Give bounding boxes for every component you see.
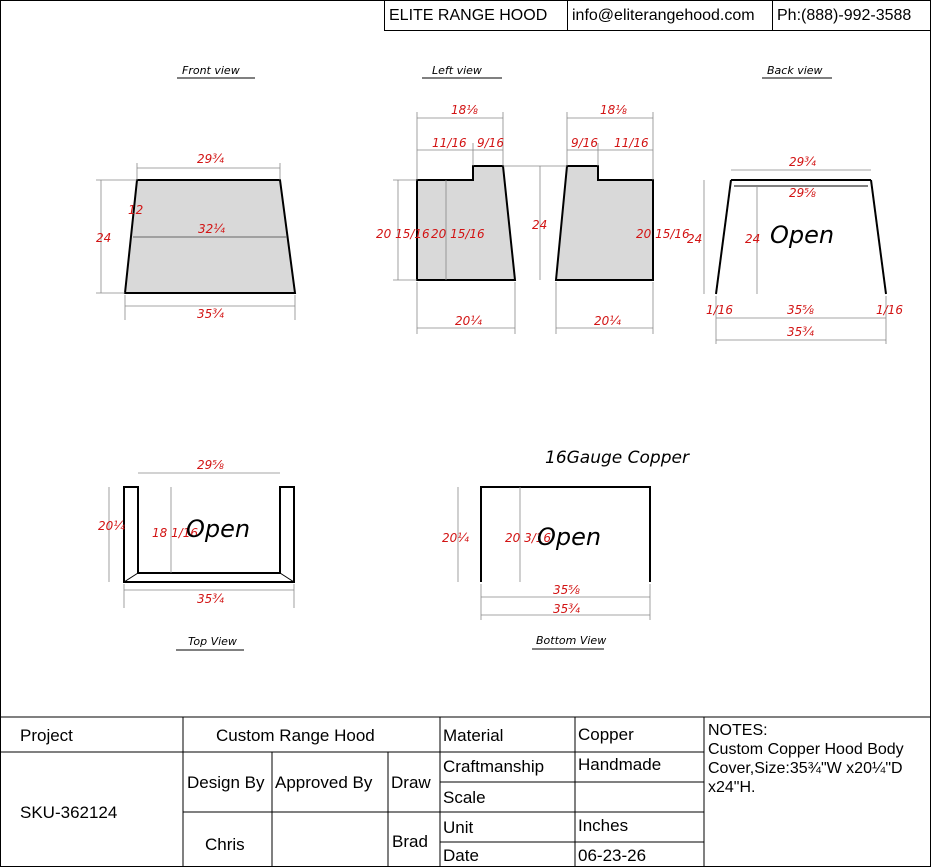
bottom-left-dimension: 20¼ — [442, 531, 469, 545]
material-label: Material — [443, 726, 504, 745]
front-slant-dimension: 12 — [128, 203, 143, 217]
left-right-height-dimension: 20 15/16 — [636, 227, 690, 241]
back-corner-left-dimension: 1/16 — [706, 303, 733, 317]
bottom-outer-width-dimension: 35¾ — [553, 602, 580, 616]
top-bottom-dimension: 35¾ — [197, 592, 224, 606]
left-b-total-dimension: 18⅛ — [600, 103, 627, 117]
bottom-inner-width-dimension: 35⅝ — [553, 583, 580, 597]
left-view-label: Left view — [432, 64, 482, 77]
date-label: Date — [443, 846, 479, 865]
back-outer-height-dimension: 24 — [687, 232, 702, 246]
notes-title: NOTES: — [708, 722, 768, 739]
designer-name: Chris — [205, 835, 245, 854]
left-side-panel-a — [416, 165, 517, 281]
front-view: Front view 29¾ 32¼ 35¾ 24 12 — [96, 64, 297, 321]
left-inner-height-dimension: 20 15/16 — [431, 227, 485, 241]
back-bottom-inner-dimension: 35⅝ — [787, 303, 814, 317]
top-left-dimension: 20¼ — [98, 519, 125, 533]
scale-label: Scale — [443, 788, 486, 807]
left-a-total-dimension: 18⅛ — [451, 103, 478, 117]
bottom-view-outline — [480, 486, 651, 582]
unit-value: Inches — [578, 816, 629, 835]
material-value: Copper — [578, 725, 634, 744]
drafter-name: Brad — [392, 832, 428, 851]
left-side-panel-b — [554, 165, 654, 281]
back-view-label: Back view — [767, 64, 823, 77]
front-height-dimension: 24 — [96, 231, 111, 245]
front-middle-dimension: 32¼ — [198, 222, 225, 236]
left-view: Left view 18⅛ 18⅛ 11/16 9/16 9/16 11/16 … — [376, 64, 690, 334]
top-view-label: Top View — [188, 635, 237, 648]
project-label: Project — [20, 726, 73, 745]
date-value: 06-23-26 — [578, 846, 647, 865]
back-corner-right-dimension: 1/16 — [876, 303, 903, 317]
bottom-view: 16Gauge Copper 20¼ 20 3/16 Open 35⅝ 35¾ … — [442, 448, 690, 650]
left-a-back-dimension: 9/16 — [477, 136, 504, 150]
left-a-side-dimension: 11/16 — [432, 136, 467, 150]
top-open-label: Open — [186, 515, 250, 543]
left-b-a-dimension: 9/16 — [571, 136, 598, 150]
front-view-label: Front view — [182, 64, 240, 77]
back-open-label: Open — [770, 221, 834, 249]
back-view: Back view 29¾ 29⅝ 24 24 Open 1/16 1/16 3… — [687, 64, 903, 344]
left-center-height-dimension: 24 — [532, 218, 547, 232]
approved-by-label: Approved By — [275, 773, 373, 792]
bottom-view-label: Bottom View — [536, 634, 606, 647]
draw-label: Draw — [391, 773, 431, 792]
company-email[interactable]: info@eliterangehood.com — [567, 0, 773, 31]
top-view: 29⅝ 20¼ 18 1/16 Open 35¾ Top View — [98, 458, 295, 651]
left-a-bottom-dimension: 20¼ — [455, 314, 482, 328]
bottom-inner-dimension: 20 3/16 — [505, 531, 551, 545]
left-b-side-dimension: 11/16 — [614, 136, 649, 150]
project-value: Custom Range Hood — [216, 726, 375, 745]
left-b-bottom-dimension: 20¼ — [594, 314, 621, 328]
design-by-label: Design By — [187, 773, 265, 792]
left-outer-height-dimension: 20 15/16 — [376, 227, 430, 241]
front-bottom-dimension: 35¾ — [197, 307, 224, 321]
notes-text: Custom Copper Hood Body Cover,Size:35¾"W… — [708, 741, 904, 796]
bottom-open-label: Open — [537, 523, 601, 551]
back-top-inner-dimension: 29⅝ — [789, 186, 816, 200]
front-top-dimension: 29¾ — [197, 152, 224, 166]
craftmanship-label: Craftmanship — [443, 757, 545, 776]
back-inner-height-dimension: 24 — [745, 232, 760, 246]
title-block-grid — [0, 716, 931, 867]
notes-box: NOTES: Custom Copper Hood Body Cover,Siz… — [708, 721, 930, 797]
top-view-outline — [123, 486, 295, 583]
top-inner-dimension: 18 1/16 — [152, 526, 198, 540]
company-name: ELITE RANGE HOOD — [384, 0, 568, 31]
sku-value: SKU-362124 — [20, 803, 118, 822]
back-bottom-outer-dimension: 35¾ — [787, 325, 814, 339]
craftmanship-value: Handmade — [578, 755, 662, 774]
back-top-outer-dimension: 29¾ — [789, 155, 816, 169]
top-top-dimension: 29⅝ — [197, 458, 224, 472]
company-phone[interactable]: Ph:(888)-992-3588 — [772, 0, 931, 31]
unit-label: Unit — [443, 818, 474, 837]
material-note: 16Gauge Copper — [545, 448, 690, 468]
